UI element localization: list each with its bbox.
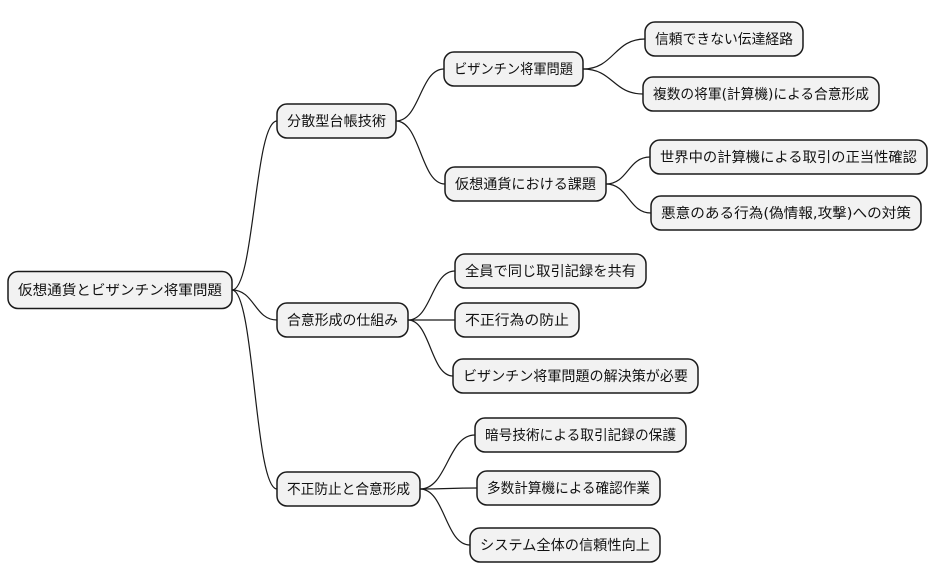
mindmap-link (395, 120, 446, 185)
mindmap-node-bgp-2[interactable]: 複数の将軍(計算機)による合意形成 (642, 76, 880, 112)
mindmap-node-fraud-2[interactable]: 多数計算機による確認作業 (476, 470, 661, 506)
node-label: 暗号技術による取引記録の保護 (485, 427, 676, 444)
node-box (443, 51, 584, 87)
mindmap-node-bgp-1[interactable]: 信頼できない伝達経路 (644, 21, 804, 57)
node-label: 合意形成の仕組み (287, 312, 398, 329)
mindmap-link (582, 68, 644, 95)
node-label: ビザンチン将軍問題 (454, 62, 573, 78)
node-label: 不正行為の防止 (465, 313, 569, 329)
mindmap-node-root[interactable]: 仮想通貨とビザンチン将軍問題 (7, 270, 233, 310)
mindmap-node-dlt[interactable]: 分散型台帳技術 (276, 103, 397, 139)
node-box (649, 139, 928, 175)
node-box (644, 21, 804, 57)
node-label: 多数計算機による確認作業 (487, 480, 650, 497)
mindmap-node-consensus-2[interactable]: 不正行為の防止 (454, 302, 580, 338)
mindmap-node-vc-2[interactable]: 悪意のある行為(偽情報,攻撃)への対策 (650, 195, 922, 231)
node-box (642, 76, 880, 112)
mindmap-node-consensus-1[interactable]: 全員で同じ取引記録を共有 (454, 253, 647, 289)
mindmap-node-fraud-3[interactable]: システム全体の信頼性向上 (469, 527, 661, 563)
node-label: 複数の将軍(計算機)による合意形成 (653, 86, 869, 103)
node-box (650, 195, 922, 231)
node-box (276, 302, 409, 338)
node-box (474, 417, 687, 453)
mindmap-node-consensus[interactable]: 合意形成の仕組み (276, 302, 409, 338)
mindmap-link (605, 183, 652, 214)
mindmap-links (231, 38, 652, 546)
node-box (444, 166, 607, 202)
node-label: 分散型台帳技術 (287, 114, 386, 130)
mindmap-link (231, 289, 278, 490)
mindmap-node-vc[interactable]: 仮想通貨における課題 (444, 166, 607, 202)
mindmap-link (419, 434, 476, 490)
node-box (452, 358, 699, 394)
node-label: 仮想通貨とビザンチン将軍問題 (18, 282, 222, 299)
node-label: 全員で同じ取引記録を共有 (465, 263, 636, 280)
mindmap-link (231, 120, 278, 291)
mindmap-link (419, 487, 478, 490)
node-label: 不正防止と合意形成 (287, 481, 410, 498)
mindmap-link (407, 319, 454, 377)
node-label: 世界中の計算機による取引の正当性確認 (660, 150, 917, 166)
node-label: ビザンチン将軍問題の解決策が必要 (463, 368, 688, 385)
mindmap-link (582, 38, 646, 70)
node-box (276, 103, 397, 139)
node-box (7, 270, 233, 310)
mindmap-node-fraud-1[interactable]: 暗号技術による取引記録の保護 (474, 417, 687, 453)
mindmap-node-consensus-3[interactable]: ビザンチン将軍問題の解決策が必要 (452, 358, 699, 394)
mindmap-link (395, 68, 445, 122)
node-label: システム全体の信頼性向上 (480, 537, 650, 554)
mindmap-node-fraud[interactable]: 不正防止と合意形成 (276, 471, 421, 507)
node-box (476, 470, 661, 506)
mindmap-node-bgp[interactable]: ビザンチン将軍問題 (443, 51, 584, 87)
node-label: 信頼できない伝達経路 (655, 32, 793, 48)
mindmap-link (605, 156, 651, 185)
mindmap-node-vc-1[interactable]: 世界中の計算機による取引の正当性確認 (649, 139, 928, 175)
node-label: 仮想通貨における課題 (455, 176, 596, 193)
node-box (276, 471, 421, 507)
mindmap-link (231, 289, 278, 321)
mindmap-link (407, 270, 456, 321)
node-label: 悪意のある行為(偽情報,攻撃)への対策 (661, 205, 911, 222)
mindmap-nodes: 仮想通貨とビザンチン将軍問題 分散型台帳技術 ビザンチン将軍問題 信頼できない伝達経路… (7, 21, 928, 563)
node-box (469, 527, 661, 563)
mindmap-link (419, 488, 471, 546)
node-box (454, 302, 580, 338)
node-box (454, 253, 647, 289)
